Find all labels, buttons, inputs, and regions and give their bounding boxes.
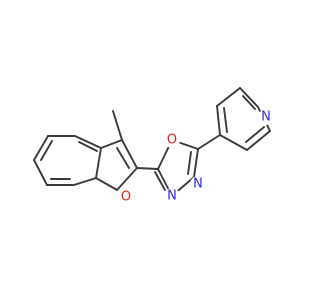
- bond-c3-methyl: [112, 110, 123, 141]
- bond-py-c4-c3: [216, 105, 221, 136]
- atom-nitrogen-pyridine: N: [261, 110, 271, 125]
- bond-py-c6-c5: [246, 130, 271, 151]
- bond-c7a-c7-ext: [73, 177, 97, 186]
- molecule-structure-diagram: O O N N N: [33, 87, 274, 205]
- bond-n3-c2ox-double: [154, 171, 166, 191]
- bond-c3-c2-double: [116, 147, 130, 169]
- bond-c3a-c7a: [95, 147, 102, 179]
- bond-benzene-double-1: [40, 140, 53, 161]
- bond-py-c2-n1: [239, 87, 259, 108]
- atom-nitrogen-4: N: [193, 177, 203, 192]
- bond-py-c5-c4: [219, 134, 248, 151]
- bond-py-c3-c2: [216, 87, 241, 107]
- bond-py-c2-n1-double: [242, 95, 256, 110]
- atom-oxygen-furan: O: [121, 190, 131, 205]
- bond-c5-c4: [74, 135, 102, 149]
- bond-c3-c2: [121, 139, 138, 169]
- bond-py-c6-c5-double: [245, 126, 265, 143]
- bond-o1-c7a: [95, 177, 118, 191]
- bond-c2-o1: [116, 167, 138, 191]
- bond-oxadiazole-pyridine: [197, 134, 221, 150]
- bond-c7a-c7: [33, 159, 48, 186]
- bond-c7-c6: [33, 135, 49, 161]
- bond-c2-oxadiazole: [136, 167, 159, 170]
- atom-oxygen-oxadiazole: O: [167, 133, 177, 148]
- bond-benzene-double-2: [78, 141, 98, 152]
- bond-py-c4-c3-double: [223, 107, 228, 133]
- bond-c5ox-n4: [193, 148, 199, 178]
- atom-nitrogen-3: N: [167, 189, 177, 204]
- bond-c5ox-n4-double: [187, 151, 192, 175]
- atom-layer: O O N N N: [118, 109, 274, 205]
- bond-c3-c3a: [100, 139, 123, 149]
- bond-layer: [33, 87, 271, 197]
